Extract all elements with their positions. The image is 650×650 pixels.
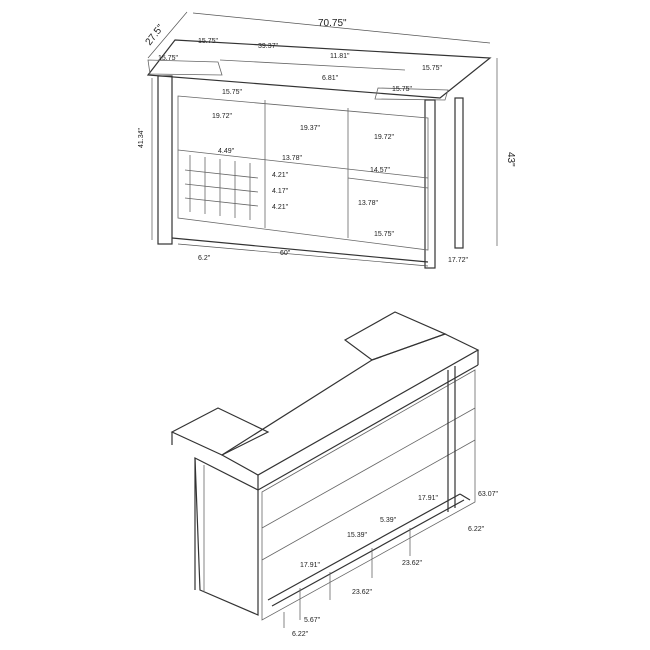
- main-counter-top: [220, 333, 480, 476]
- rail-e-label: 17.91": [300, 562, 321, 569]
- top-left-b-label: 15.75": [158, 55, 179, 62]
- rail-d-label: 15.39": [347, 532, 368, 539]
- top-center-gap-label: 11.81": [330, 53, 350, 60]
- wine-rack: [184, 155, 259, 220]
- front-panel: [261, 369, 476, 621]
- middle-shelf: [177, 149, 429, 179]
- leg-b-label: 5.67": [304, 617, 321, 624]
- rail-end-label: 63.07": [478, 491, 499, 498]
- rail-c-label: 6.22": [468, 526, 485, 533]
- rack-row2-label: 4.17": [272, 188, 289, 195]
- left-return-top: [170, 407, 270, 456]
- shelf-depth-label: 15.75": [222, 89, 243, 96]
- col-left-label: 19.72": [212, 113, 233, 120]
- top-right-b-label: 15.75": [392, 86, 413, 93]
- right-return-top: [343, 311, 447, 361]
- col-mid-label: 19.37": [300, 125, 321, 132]
- top-left-a-label: 15.75": [198, 38, 219, 45]
- rail-g-label: 23.62": [352, 589, 373, 596]
- inner-height-label: 41.34": [138, 127, 145, 148]
- left-front-leg: [157, 75, 173, 245]
- overall-width-label: 70.75": [318, 18, 347, 29]
- front-view: 70.75" 27.5" 43" 41.34": [138, 11, 516, 269]
- col-right-label: 19.72": [374, 134, 395, 141]
- bottom-depth-label: 15.75": [374, 231, 395, 238]
- top-center-label: 39.37": [258, 43, 279, 50]
- rack-cell-label: 4.49": [218, 148, 235, 155]
- foot-rail: [267, 493, 471, 628]
- back-height-label: 6.81": [322, 75, 339, 82]
- bottom-rail: [171, 237, 429, 263]
- rail-f-label: 23.62": [402, 560, 423, 567]
- mid-height-label: 13.78": [282, 155, 303, 162]
- top-right-a-label: 15.75": [422, 65, 443, 72]
- counter-inner-label: 60": [280, 250, 291, 257]
- top-inner-edge: [219, 59, 406, 71]
- rack-row3-label: 4.21": [272, 204, 289, 211]
- right-upper-label: 14.57": [370, 167, 391, 174]
- right-lower-label: 13.78": [358, 200, 379, 207]
- end-panel: [194, 457, 259, 616]
- counter-top: [146, 39, 492, 99]
- leg-a-label: 6.22": [292, 631, 309, 638]
- rail-b-label: 5.39": [380, 517, 397, 524]
- leg-offset-label: 6.2": [198, 255, 211, 262]
- left-top-overhang: [147, 59, 223, 76]
- shelf-frame: [177, 95, 429, 251]
- right-front-leg: [424, 99, 436, 269]
- right-shelf: [347, 177, 429, 189]
- counter-inner-line: [177, 243, 429, 267]
- right-top-overhang: [374, 87, 449, 101]
- overall-height-label: 43": [505, 152, 516, 167]
- rack-row1-label: 4.21": [272, 172, 289, 179]
- side-depth-label: 17.72": [448, 257, 469, 264]
- perspective-view: 63.07" 17.91" 5.39" 6.22" 15.39" 17.91" …: [170, 311, 499, 638]
- depth-dimension-line: [147, 11, 188, 59]
- depth-label: 27.5": [144, 22, 167, 47]
- rail-a-label: 17.91": [418, 495, 439, 502]
- right-back-leg: [454, 97, 464, 249]
- width-dimension-line: [192, 12, 491, 44]
